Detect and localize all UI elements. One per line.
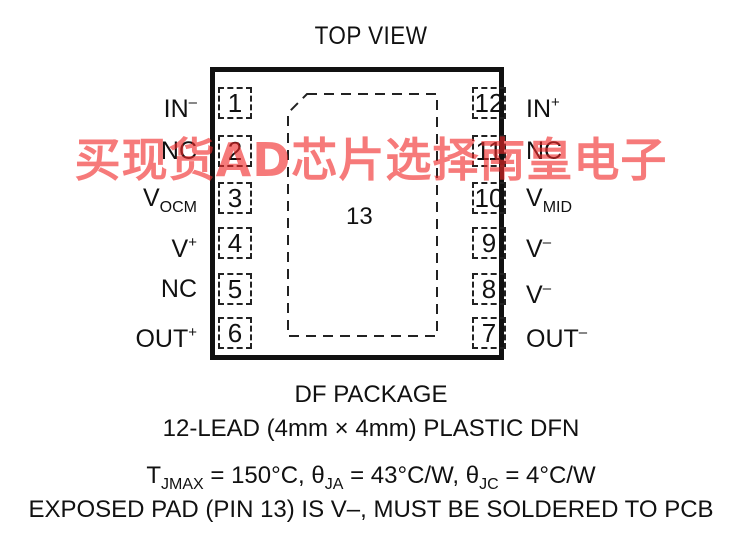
theta-jc-value: = 4°C/W: [498, 462, 596, 489]
pin-1-pad: 1: [218, 87, 252, 119]
pin-superscript: –: [542, 234, 552, 251]
view-title: TOP VIEW: [314, 22, 428, 50]
pin-name: V: [526, 281, 543, 309]
pin-8-label: V–: [526, 275, 551, 309]
pin-name: IN: [163, 95, 189, 123]
pin-subscript: MID: [542, 199, 573, 216]
pin-name: OUT: [135, 325, 189, 353]
exposed-pad-number: 13: [346, 203, 373, 230]
tjmax-symbol: T: [146, 462, 162, 489]
pin-name: NC: [526, 137, 563, 165]
pin-name: V: [526, 184, 543, 212]
pin-name: OUT: [526, 325, 579, 353]
pin-2-pad: 2: [218, 135, 252, 167]
pin-superscript: –: [188, 94, 197, 111]
pin-8-pad: 8: [472, 273, 506, 305]
pin-7-label: OUT–: [526, 319, 587, 353]
pin-superscript: +: [188, 324, 197, 341]
theta-jc-subscript: JC: [479, 476, 499, 493]
theta-ja-symbol: θ: [311, 462, 325, 489]
package-name: DF PACKAGE: [294, 381, 448, 408]
pin-name: NC: [160, 275, 197, 303]
pin-name: IN: [526, 95, 551, 123]
tjmax-subscript: JMAX: [161, 476, 204, 493]
pin-3-label: VOCM: [143, 184, 197, 222]
pin-superscript: +: [551, 94, 560, 111]
pin-7-pad: 7: [472, 317, 506, 349]
theta-ja-value: = 43°C/W,: [343, 462, 466, 489]
pin-9-label: V–: [526, 229, 551, 263]
pin-3-pad: 3: [218, 182, 252, 214]
pin-5-pad: 5: [218, 273, 252, 305]
pin-4-label: V+: [172, 229, 197, 263]
pin-11-pad: 11: [472, 135, 506, 167]
pin-12-label: IN+: [526, 89, 560, 123]
pin-name: V: [171, 235, 189, 263]
pin-11-label: NC: [526, 137, 562, 165]
pin-9-pad: 9: [472, 227, 506, 259]
pin-name: V: [142, 184, 160, 212]
pin-name: V: [526, 235, 543, 263]
pin-2-label: NC: [161, 137, 197, 165]
pin-6-label: OUT+: [135, 319, 197, 353]
pin-12-pad: 12: [472, 87, 506, 119]
pin-10-pad: 10: [472, 182, 506, 214]
watermark: 买现货AD芯片选择南皇电子: [74, 133, 668, 187]
pin-1-label: IN–: [164, 89, 197, 123]
pin-6-pad: 6: [218, 317, 252, 349]
pin-4-pad: 4: [218, 227, 252, 259]
theta-ja-subscript: JA: [324, 476, 344, 493]
theta-jc-symbol: θ: [465, 462, 480, 489]
pin-superscript: –: [542, 280, 552, 297]
pin-5-label: NC: [161, 275, 197, 303]
pin-superscript: +: [188, 234, 197, 251]
pin-superscript: –: [578, 324, 588, 341]
thermal-specs: TJMAX = 150°C, θJA = 43°C/W, θJC = 4°C/W: [0, 461, 742, 500]
pin-10-label: VMID: [526, 184, 572, 222]
pin-subscript: OCM: [159, 199, 197, 216]
package-description: 12-LEAD (4mm × 4mm) PLASTIC DFN: [162, 415, 580, 442]
tjmax-value: = 150°C,: [203, 462, 312, 489]
exposed-pad-note: EXPOSED PAD (PIN 13) IS V–, MUST BE SOLD…: [28, 496, 714, 523]
pin-name: NC: [160, 137, 197, 165]
